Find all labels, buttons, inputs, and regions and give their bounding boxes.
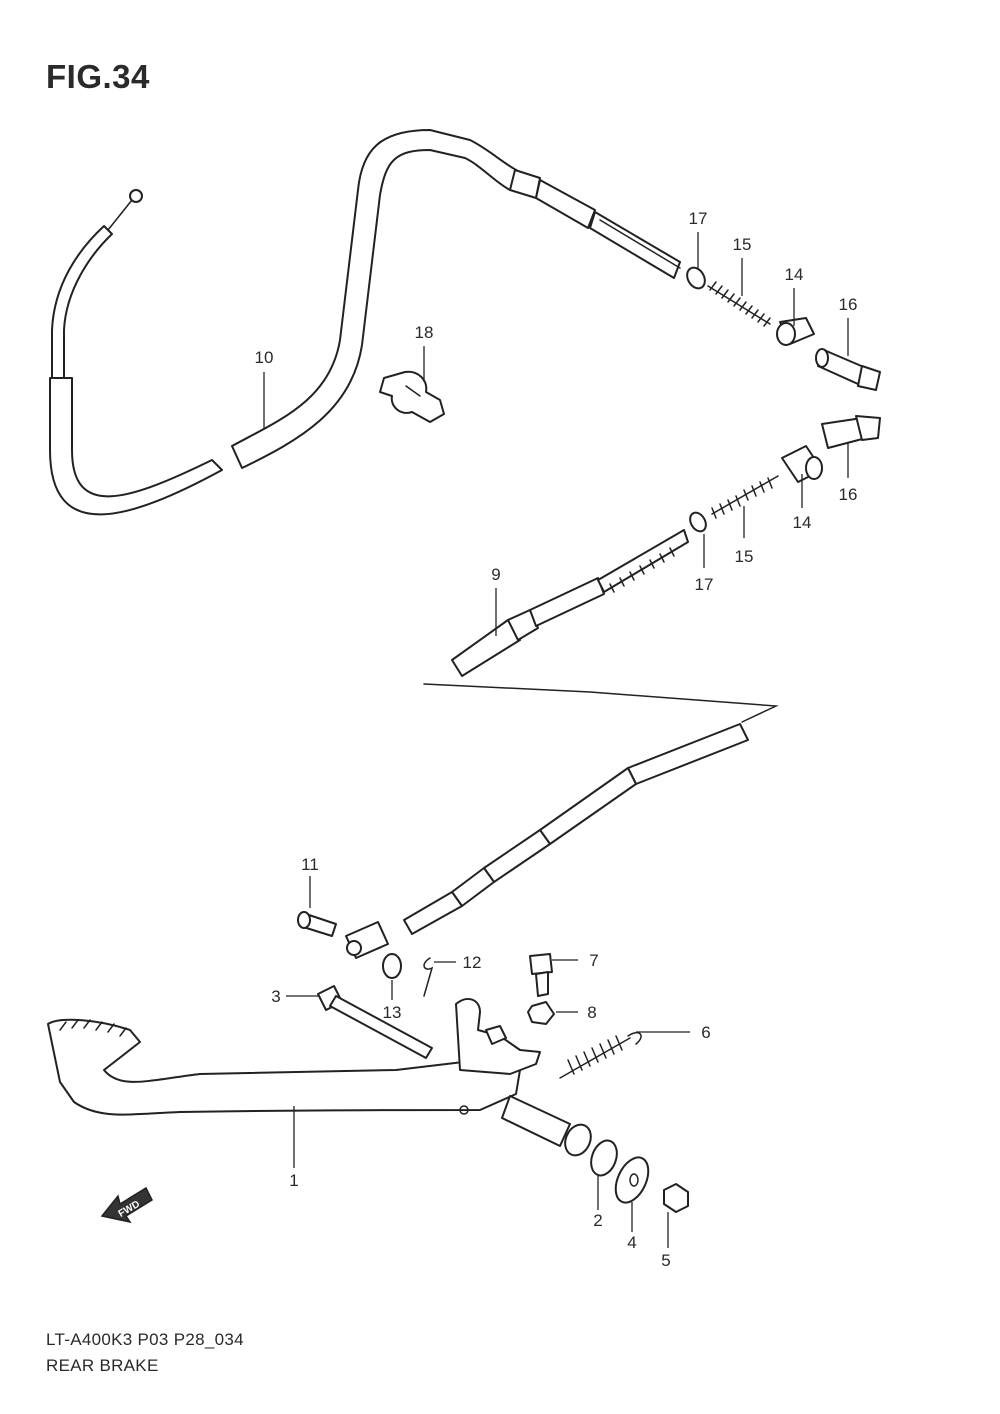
fwd-label: FWD [117,1199,142,1220]
callout-16-upper: 16 [839,295,858,314]
part-3-pivot-bolt[interactable] [317,985,433,1059]
callout-4: 4 [627,1233,636,1252]
part-2-o-ring[interactable] [587,1137,622,1179]
part-14-joint-upper[interactable] [776,317,815,346]
callout-10: 10 [255,348,274,367]
part-7-bolt[interactable] [529,953,553,997]
leader-lines [263,232,849,1248]
callout-12: 12 [463,953,482,972]
part-16-pin-upper[interactable] [815,348,881,391]
part-18-cable-clamp[interactable] [379,370,445,423]
part-6-return-spring[interactable] [559,1032,642,1079]
callout-8: 8 [587,1003,596,1022]
part-16-pin-lower[interactable] [821,415,881,449]
part-15-spring-upper[interactable] [707,281,771,327]
part-1-brake-pedal[interactable] [47,997,596,1160]
callout-13: 13 [383,1003,402,1022]
part-11-clevis-pin[interactable] [297,911,337,937]
callout-18: 18 [415,323,434,342]
figure-title: FIG.34 [46,58,150,95]
model-code: LT-A400K3 P03 P28_034 [46,1330,244,1349]
callout-1: 1 [289,1171,298,1190]
callout-16-lower: 16 [839,485,858,504]
callout-6: 6 [701,1023,710,1042]
part-13-washer[interactable] [382,953,402,979]
part-12-cotter-pin[interactable] [423,957,434,997]
part-14-joint-lower[interactable] [781,445,823,483]
part-5-nut[interactable] [663,1183,689,1213]
section-name: REAR BRAKE [46,1356,159,1375]
callout-17-lower: 17 [695,575,714,594]
part-8-nut[interactable] [527,1001,555,1025]
callout-14-lower: 14 [793,513,812,532]
callout-7: 7 [589,951,598,970]
callout-2: 2 [593,1211,602,1230]
callout-15-lower: 15 [735,547,754,566]
callout-9: 9 [491,565,500,584]
callout-15-upper: 15 [733,235,752,254]
callout-11: 11 [301,855,319,874]
part-9-brake-cable-lower[interactable] [345,529,779,959]
part-10-brake-cable-upper[interactable] [49,129,681,516]
part-15-spring-lower[interactable] [711,475,779,519]
part-17-washer-upper[interactable] [684,264,709,291]
callout-3: 3 [271,987,280,1006]
callout-17-upper: 17 [689,209,708,228]
callout-5: 5 [661,1251,670,1270]
part-4-washer[interactable] [609,1152,655,1207]
fwd-arrow-icon: FWD [100,1186,153,1224]
part-17-washer-lower[interactable] [687,510,709,534]
callout-14-upper: 14 [785,265,804,284]
